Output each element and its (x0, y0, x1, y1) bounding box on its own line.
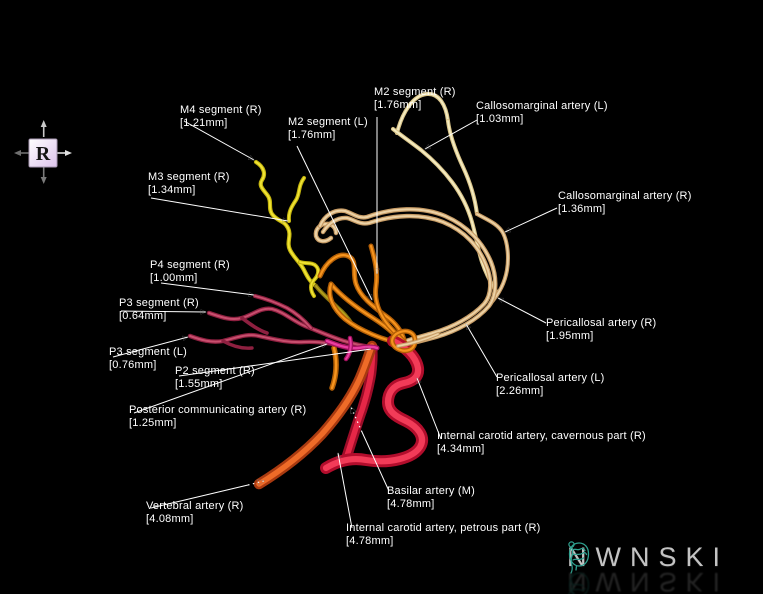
leader-ica-cavernous-r (416, 377, 442, 440)
nowinski-logo-row: N W N S K I (567, 541, 721, 574)
leader-lines (112, 117, 558, 529)
label-m4-segment-r: M4 segment (R) [1.21mm] (180, 104, 262, 129)
leader-basilar-m (361, 431, 390, 492)
leader-pericallosal-r (497, 297, 547, 324)
label-m2-segment-l: M2 segment (L) [1.76mm] (288, 116, 368, 141)
logo-letter-i: I (712, 541, 721, 572)
brainstem-icon (568, 541, 575, 574)
leader-m3-r (150, 197, 289, 223)
brain-icon (568, 542, 590, 571)
orientation-arrow-up-head (40, 120, 47, 127)
label-m2-segment-r: M2 segment (R) [1.76mm] (374, 86, 456, 111)
leader-pericallosal-l (465, 323, 498, 378)
artery-internal-carotid[interactable] (320, 335, 428, 474)
label-p3-segment-r: P3 segment (R) [0.64mm] (119, 297, 199, 322)
artery-basilar[interactable] (341, 342, 378, 462)
artery-m4-m3-segments[interactable] (253, 159, 355, 327)
brainstem-icon-reflection (568, 572, 575, 594)
label-ica-cavernous-r: Internal carotid artery, cavernous part … (437, 430, 646, 455)
logo-letter-w: W (595, 541, 621, 572)
artery-pericallosal[interactable] (313, 207, 498, 349)
logo-letter-n2: N (629, 541, 650, 572)
orientation-letter: R (36, 143, 51, 165)
logo-letter-s: S (658, 541, 677, 572)
leader-p4-r (160, 282, 255, 297)
artery-vertebral[interactable] (253, 340, 378, 490)
leader-p3-r (120, 309, 207, 315)
leader-callosomarginal-r (504, 207, 558, 233)
artery-junction-knot[interactable] (324, 328, 440, 362)
orientation-arrow-right-head (65, 150, 72, 156)
label-callosomarginal-r: Callosomarginal artery (R) [1.36mm] (558, 190, 692, 215)
leader-m4-r (183, 120, 255, 161)
label-posterior-communicating-r: Posterior communicating artery (R) [1.25… (129, 404, 307, 429)
nowinski-logo-reflection: N W N S K I (567, 566, 720, 594)
label-pericallosal-r: Pericallosal artery (R) [1.95mm] (546, 317, 657, 342)
label-p3-segment-l: P3 segment (L) [0.76mm] (109, 346, 188, 371)
label-vertebral-r: Vertebral artery (R) [4.08mm] (146, 500, 244, 525)
brain-icon-reflection (568, 572, 590, 594)
logo-letter-k: K (685, 541, 704, 572)
label-pericallosal-l: Pericallosal artery (L) [2.26mm] (496, 372, 605, 397)
orientation-arrow-down-head (40, 177, 47, 184)
orientation-arrow-left-head (14, 150, 21, 156)
label-basilar-m: Basilar artery (M) [4.78mm] (387, 485, 475, 510)
leader-m2-l (296, 145, 373, 301)
leader-p3-l (112, 335, 189, 358)
leader-vertebral-r (150, 484, 249, 509)
artery-p-segments[interactable] (187, 293, 374, 351)
orientation-cube-face[interactable] (28, 138, 58, 168)
leader-ica-petrous-r (336, 452, 353, 529)
label-m3-segment-r: M3 segment (R) [1.34mm] (148, 171, 230, 196)
label-p2-segment-r: P2 segment (R) [1.55mm] (175, 365, 255, 390)
label-p4-segment-r: P4 segment (R) [1.00mm] (150, 259, 230, 284)
nowinski-watermark: N W N S K I N (567, 541, 720, 594)
label-ica-petrous-r: Internal carotid artery, petrous part (R… (346, 522, 541, 547)
leader-pcom-r (133, 343, 328, 414)
label-callosomarginal-l: Callosomarginal artery (L) [1.03mm] (476, 100, 608, 125)
leader-callosomarginal-l (424, 119, 478, 150)
orientation-marker[interactable]: R (10, 118, 80, 192)
